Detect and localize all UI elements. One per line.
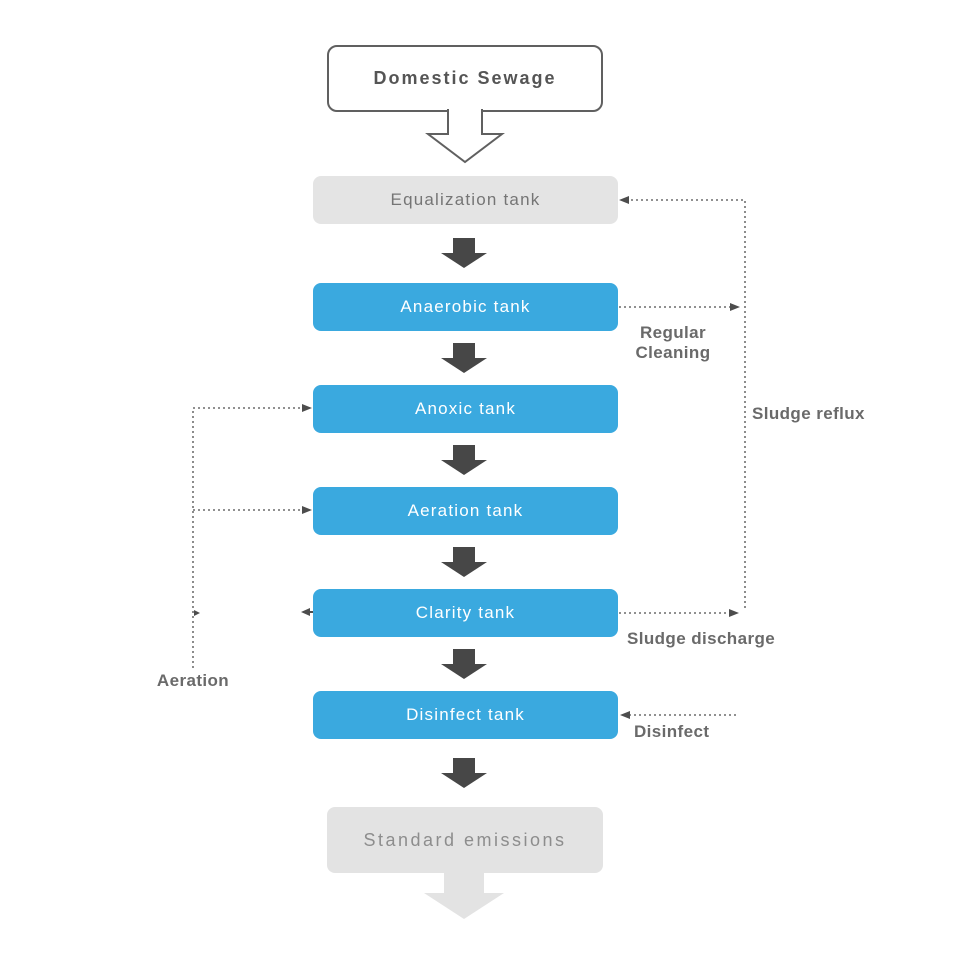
node-clarity-tank-label: Clarity tank (415, 603, 516, 622)
arrowhead-sludge-discharge (729, 609, 739, 617)
down-arrow-icon (441, 758, 487, 788)
arrowhead-into-disinfect (620, 711, 630, 719)
emission-down-arrow-icon (424, 872, 504, 919)
node-anaerobic-tank: Anaerobic tank (313, 283, 618, 331)
node-standard-emissions-label: Standard emissions (363, 829, 567, 850)
node-anoxic-tank: Anoxic tank (313, 385, 618, 433)
node-aeration-tank: Aeration tank (313, 487, 618, 535)
annotation-sludge-reflux: Sludge reflux (752, 404, 865, 423)
down-arrow-icon (441, 445, 487, 475)
node-clarity-tank: Clarity tank (313, 589, 618, 637)
arrowhead-into-anoxic (302, 404, 312, 412)
node-disinfect-tank: Disinfect tank (313, 691, 618, 739)
annotation-sludge-discharge: Sludge discharge (627, 629, 776, 648)
arrowhead-aeration-line-nub (194, 610, 200, 616)
annotation-disinfect: Disinfect (634, 722, 710, 741)
down-arrow-icon (441, 238, 487, 268)
arrowhead-regular-cleaning (730, 303, 740, 311)
node-domestic-sewage: Domestic Sewage (327, 45, 603, 112)
node-anaerobic-tank-label: Anaerobic tank (400, 297, 531, 316)
annotation-regular-cleaning: Regular Cleaning (635, 323, 711, 362)
node-domestic-sewage-label: Domestic Sewage (373, 68, 557, 88)
connector-aeration-anoxic (192, 407, 303, 668)
connector-sludge-reflux (626, 199, 746, 608)
node-equalization-tank: Equalization tank (313, 176, 618, 224)
node-aeration-tank-label: Aeration tank (407, 501, 524, 520)
arrowhead-into-aeration (302, 506, 312, 514)
arrowhead-clarity-left (301, 608, 310, 616)
node-equalization-tank-label: Equalization tank (390, 190, 541, 209)
node-standard-emissions: Standard emissions (327, 807, 603, 873)
arrowhead-into-equalization (619, 196, 629, 204)
hollow-down-arrow-icon (425, 109, 505, 164)
node-disinfect-tank-label: Disinfect tank (406, 705, 525, 724)
down-arrow-icon (441, 547, 487, 577)
annotation-aeration: Aeration (156, 671, 230, 690)
node-anoxic-tank-label: Anoxic tank (414, 399, 517, 418)
down-arrow-icon (441, 343, 487, 373)
down-arrow-icon (441, 649, 487, 679)
